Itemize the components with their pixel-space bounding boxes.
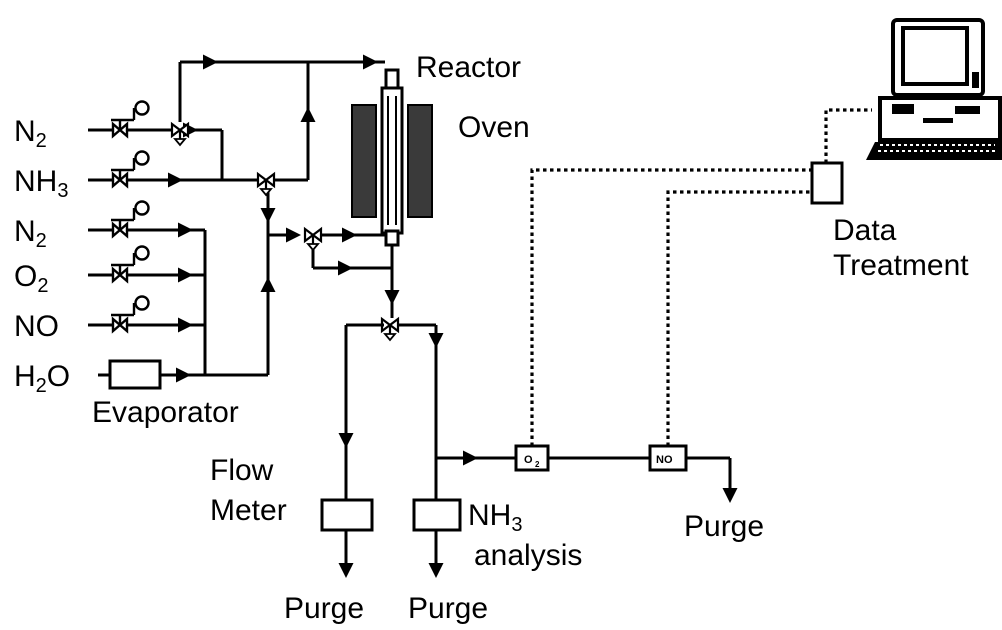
o2-analyzer: O 2 [514,444,550,472]
gas-feed-lines [88,122,268,383]
outlet-lines [338,245,738,578]
o2-analyzer-subscript: 2 [535,460,540,469]
nh3-analysis-label-2: analysis [474,539,582,572]
data-treatment-box [810,161,844,205]
computer-icon [866,18,1002,160]
evaporator-label: Evaporator [92,396,239,429]
evaporator-box [108,359,162,390]
three-way-valve-icon [380,317,400,342]
nh3-analysis-box [412,498,462,532]
three-way-valve-icon [170,122,190,147]
mass-flow-controllers [109,100,150,333]
o2-analyzer-label: O [524,454,533,466]
flow-meter-label-1: Flow [210,454,274,487]
no-analyzer-label: NO [656,454,673,466]
reactor-label: Reactor [416,51,521,84]
gas-label-o2: O2 [14,260,48,297]
signal-lines [530,108,872,446]
gas-label-n2-top: N2 [14,115,47,152]
data-treatment-label-1: Data [833,214,897,247]
purge-mid-label: Purge [408,592,488,625]
bypass-lines [178,54,392,375]
flow-meter-box [320,498,374,532]
no-analyzer: NO [648,444,688,472]
three-way-valve-icon [256,172,276,197]
gas-label-n2-mid: N2 [14,215,47,252]
reactor-oven [351,68,433,247]
gas-label-no: NO [14,310,59,343]
nh3-analysis-label-1: NH3 [468,499,522,536]
gas-label-nh3: NH3 [14,165,68,202]
gas-label-h2o: H2O [14,360,70,397]
data-treatment-label-2: Treatment [833,249,969,282]
oven-label: Oven [458,111,530,144]
flow-meter-label-2: Meter [210,494,287,527]
purge-right-label: Purge [684,510,764,543]
three-way-valve-icon [303,227,323,252]
purge-left-label: Purge [284,592,364,625]
